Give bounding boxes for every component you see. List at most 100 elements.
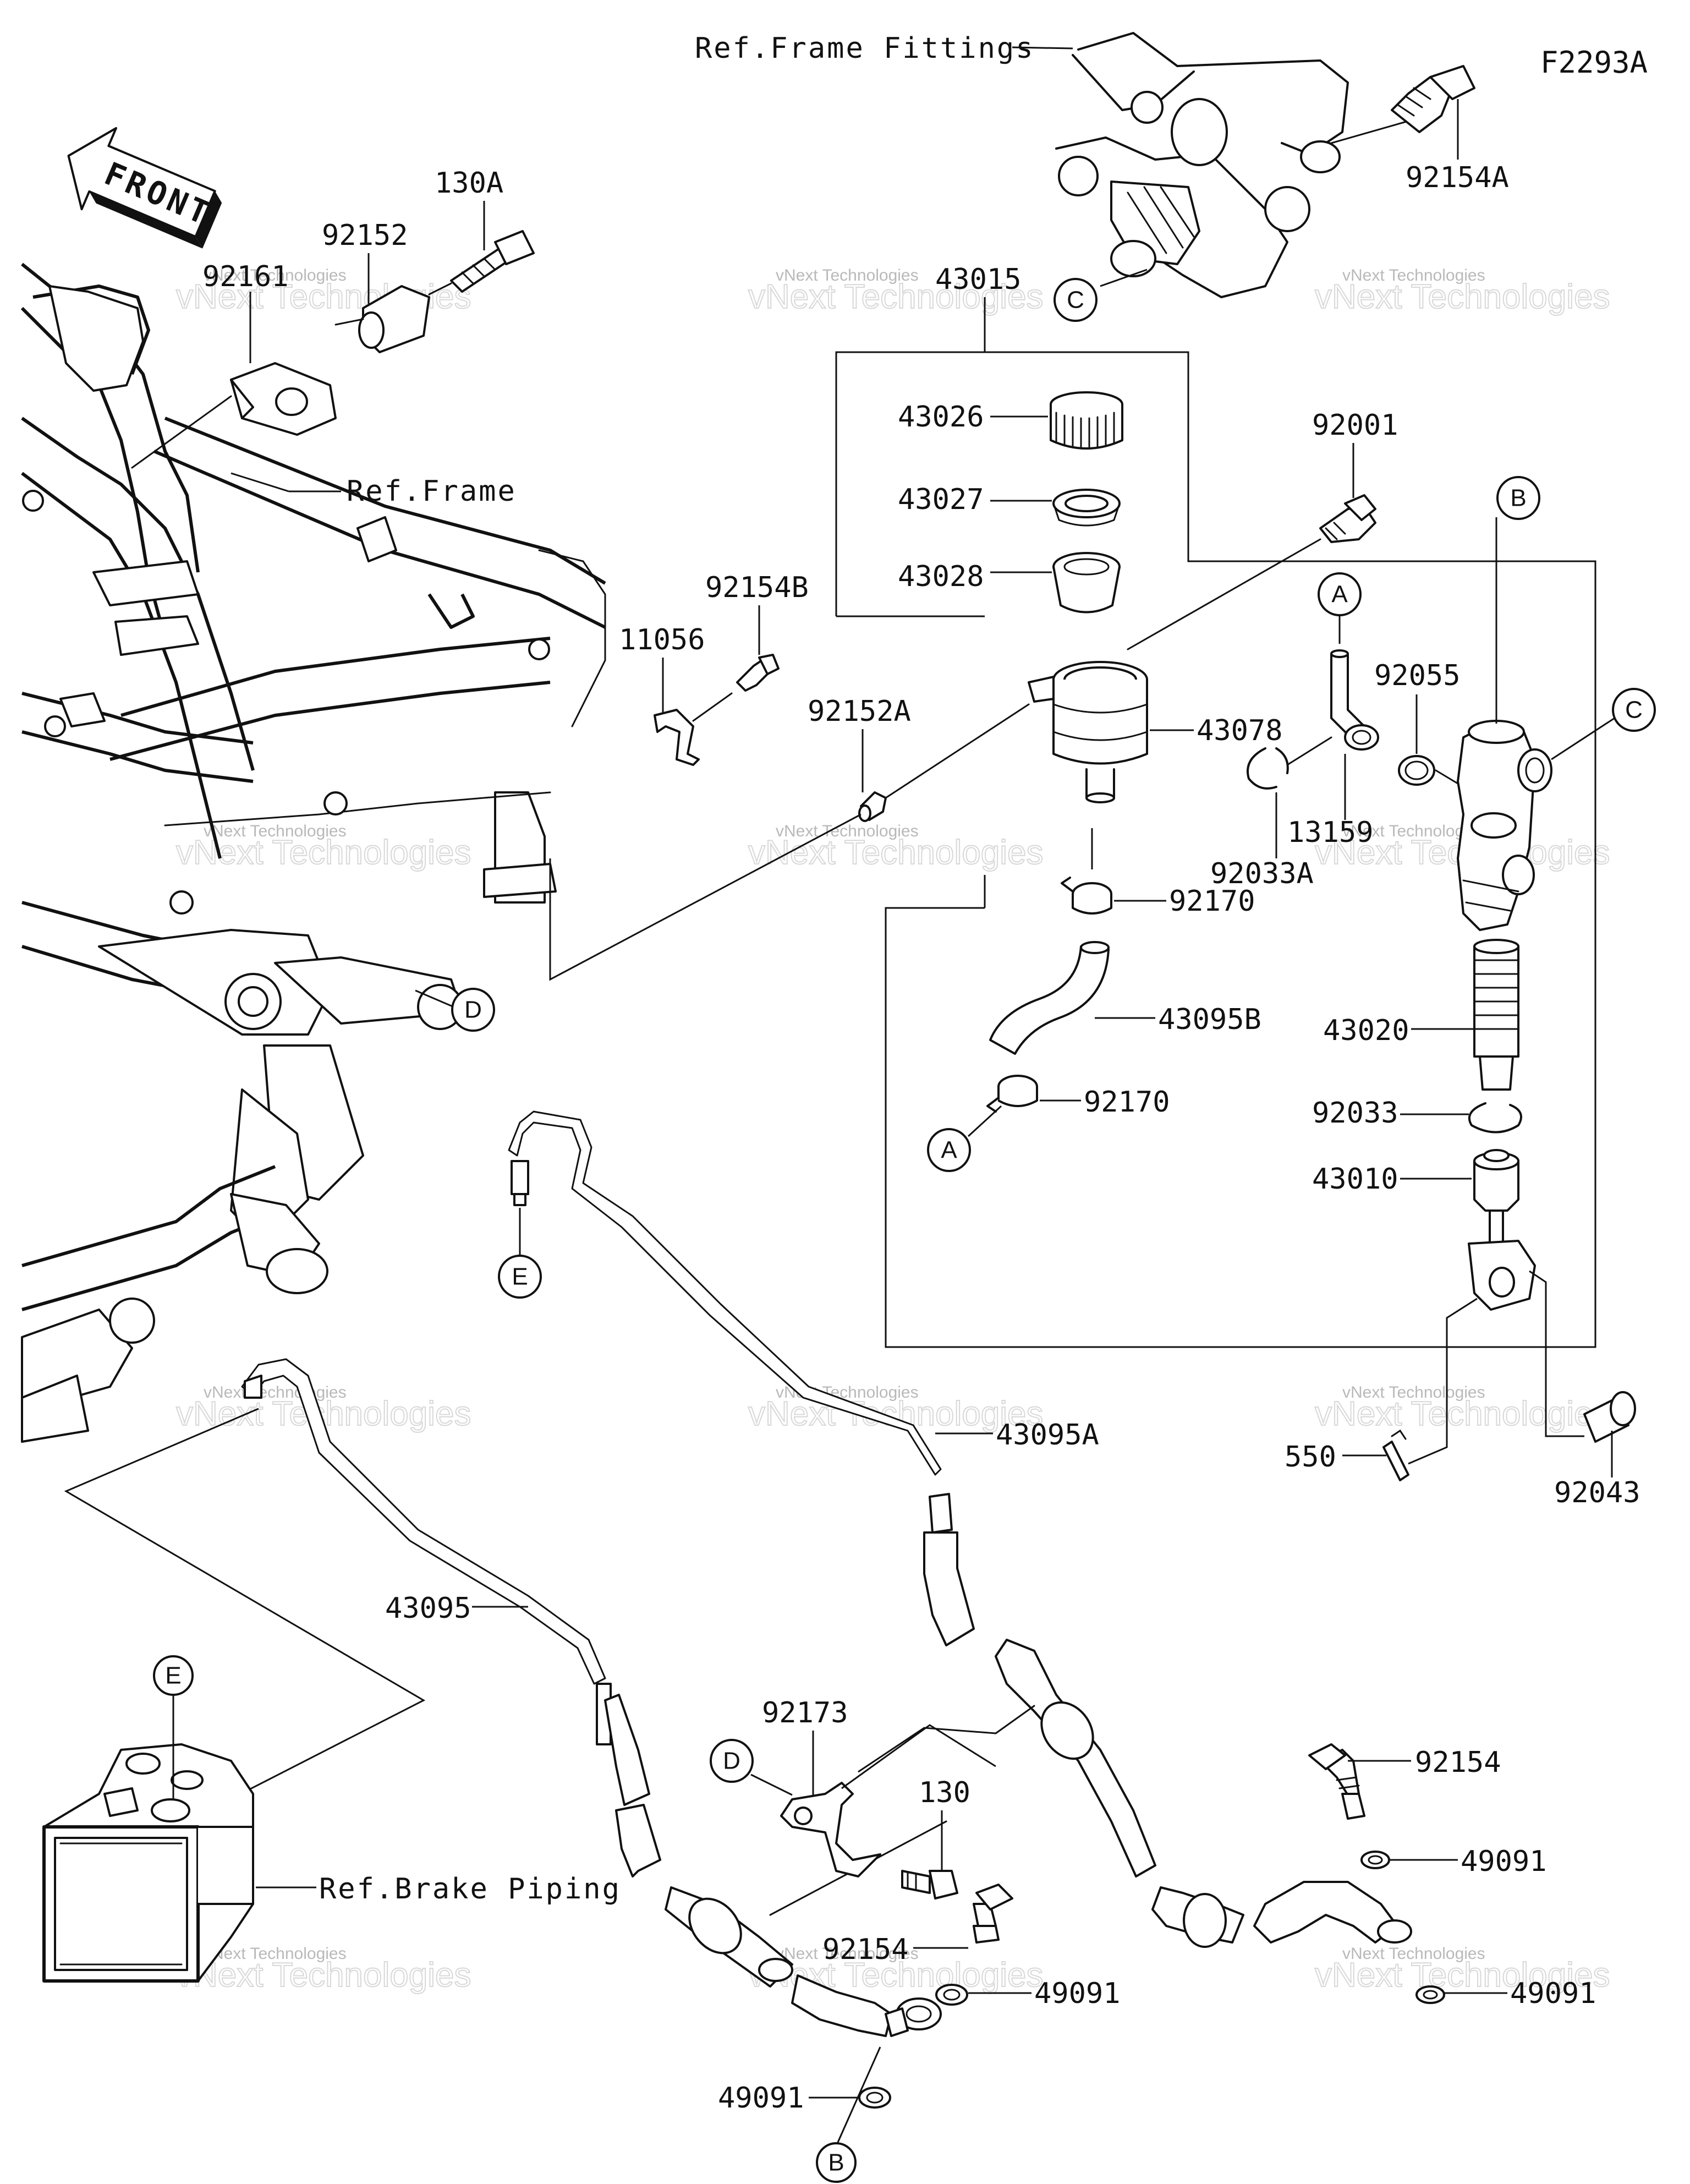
svg-text:vNext Technologies: vNext Technologies [1315, 1956, 1610, 1994]
label-43010: 43010 [1312, 1163, 1398, 1196]
label-92033: 92033 [1312, 1097, 1398, 1130]
bracket-92173 [780, 1782, 881, 1878]
label-92161: 92161 [202, 260, 289, 293]
washer-49091-bottom [858, 2087, 891, 2109]
svg-text:E: E [165, 1662, 181, 1689]
washer-49091-right-lower [1415, 1985, 1445, 2004]
banjo-bolt-92154-center [973, 1884, 1013, 1944]
svg-text:A: A [1331, 581, 1348, 608]
callout-e-abs: E [153, 1655, 194, 1696]
reservoir-43078 [1028, 661, 1148, 803]
callout-d-lower: D [710, 1739, 754, 1783]
label-92055: 92055 [1374, 659, 1461, 692]
diaphragm-43028 [1052, 552, 1121, 614]
bolt-92154B [736, 654, 780, 692]
label-92173: 92173 [762, 1696, 848, 1729]
label-92154B: 92154B [705, 571, 809, 604]
bolt-92154A [1391, 65, 1475, 133]
svg-text:vNext Technologies: vNext Technologies [748, 278, 1044, 316]
ref-frame-fittings: Ref.Frame Fittings [695, 32, 1035, 65]
label-43020: 43020 [1323, 1014, 1409, 1047]
callout-b-upper: B [1496, 476, 1540, 520]
reservoir-cap-43026 [1050, 391, 1123, 450]
svg-text:vNext Technologies: vNext Technologies [176, 1956, 471, 1994]
label-130: 130 [919, 1776, 970, 1809]
label-92170-lower: 92170 [1084, 1086, 1170, 1119]
plate-43027 [1052, 489, 1121, 527]
label-92170-upper: 92170 [1169, 885, 1255, 918]
brake-hose-43095A [508, 1110, 942, 1476]
washer-49091-right-upper [1360, 1851, 1390, 1869]
svg-text:vNext Technologies: vNext Technologies [1315, 278, 1610, 316]
circlip-92033 [1468, 1102, 1522, 1134]
callout-a-lower: A [927, 1128, 971, 1172]
brake-hose-lower-section [923, 1493, 1412, 1948]
label-43095: 43095 [385, 1592, 471, 1625]
label-92033A: 92033A [1210, 857, 1314, 890]
washer-49091-center [935, 1984, 968, 2006]
collar-92152A [858, 791, 887, 822]
svg-text:vNext Technologies: vNext Technologies [204, 1383, 347, 1402]
svg-text:C: C [1625, 697, 1643, 724]
svg-text:vNext Technologies: vNext Technologies [1342, 266, 1485, 284]
label-43026: 43026 [898, 401, 984, 434]
svg-text:vNext Technologies: vNext Technologies [176, 834, 471, 872]
brake-pipe-43095 [241, 1358, 942, 2037]
svg-text:vNext Technologies: vNext Technologies [776, 822, 919, 840]
callout-e-center: E [498, 1255, 542, 1299]
svg-text:C: C [1067, 287, 1084, 314]
label-49091-bottom: 49091 [718, 2082, 804, 2115]
label-13159: 13159 [1287, 816, 1374, 849]
pin-92043 [1583, 1391, 1636, 1443]
svg-text:vNext Technologies: vNext Technologies [1342, 1945, 1485, 1963]
callout-d-frame: D [451, 988, 495, 1032]
label-49091-center: 49091 [1034, 1977, 1121, 2010]
frame-structure [20, 262, 606, 1443]
svg-text:vNext Technologies: vNext Technologies [204, 1945, 347, 1963]
fitting-13159 [1330, 649, 1379, 751]
boot-43020 [1473, 939, 1519, 1091]
label-43095B: 43095B [1158, 1003, 1261, 1036]
svg-text:B: B [1510, 485, 1526, 512]
callout-c-right: C [1612, 688, 1656, 732]
callout-b-lower: B [816, 2142, 857, 2183]
bolt-130A [450, 230, 535, 293]
svg-text:A: A [941, 1137, 957, 1164]
svg-text:vNext Technologies: vNext Technologies [204, 822, 347, 840]
label-11056: 11056 [619, 623, 705, 656]
label-92154-right: 92154 [1415, 1746, 1501, 1779]
label-43028: 43028 [898, 560, 984, 593]
hose-43095B [989, 941, 1110, 1055]
label-130A: 130A [435, 167, 503, 200]
svg-text:D: D [723, 1748, 740, 1775]
diagram-code: F2293A [1540, 45, 1648, 80]
svg-text:vNext Technologies: vNext Technologies [1315, 1395, 1610, 1433]
svg-text:D: D [464, 997, 482, 1023]
svg-text:vNext Technologies: vNext Technologies [748, 834, 1044, 872]
banjo-bolt-92154-right [1308, 1743, 1365, 1820]
label-92152A: 92152A [808, 695, 911, 728]
label-43095A: 43095A [996, 1419, 1099, 1452]
circlip-92033A [1247, 747, 1289, 790]
abs-unit [42, 1743, 254, 1983]
frame-fittings-bracket [1055, 32, 1409, 298]
label-92001: 92001 [1312, 409, 1398, 442]
clamp-92170-lower [986, 1075, 1038, 1113]
cotter-pin-550 [1382, 1429, 1409, 1481]
label-49091-right-lower: 49091 [1510, 1977, 1596, 2010]
front-arrow: FRONT [67, 127, 222, 249]
master-cylinder-body [1457, 720, 1552, 931]
push-rod-43010 [1468, 1149, 1536, 1311]
clamp-92170-upper [1061, 877, 1112, 915]
ref-brake-piping: Ref.Brake Piping [319, 1873, 621, 1906]
label-92154A: 92154A [1406, 161, 1509, 194]
label-43027: 43027 [898, 483, 984, 516]
